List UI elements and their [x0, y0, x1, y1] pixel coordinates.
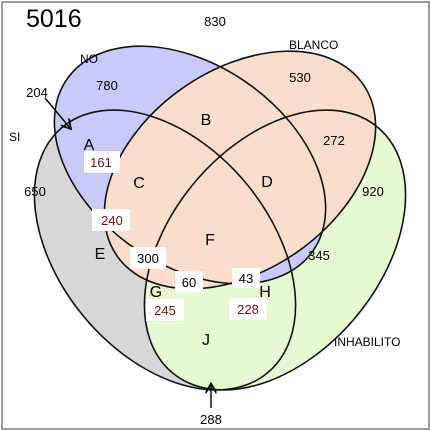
total-count: 5016 [26, 5, 82, 33]
set-label-no: NO [80, 52, 98, 66]
region-g: G [150, 284, 162, 301]
count-blanco-inhab: 345 [308, 248, 330, 263]
no-ellipse-outline [53, 45, 327, 285]
top-arrow [44, 97, 70, 128]
region-c: C [133, 175, 145, 192]
count-boxed-c-e: 300 [137, 251, 159, 266]
count-inhabilito-only: 920 [362, 184, 384, 199]
region-d: D [261, 174, 273, 191]
box-300 [130, 247, 166, 269]
region-b: B [201, 112, 212, 129]
region-a: A [84, 137, 95, 154]
count-boxed-f-h: 43 [239, 271, 253, 286]
region-f: F [205, 232, 215, 249]
inhabilito-ellipse-outline [143, 109, 407, 391]
box-240 [92, 209, 130, 231]
box-161 [84, 151, 120, 173]
box-228 [229, 298, 267, 320]
region-e: E [95, 246, 106, 263]
outside-count: 830 [204, 14, 226, 29]
count-blanco-only: 530 [289, 70, 311, 85]
set-label-inhabilito: INHABILITO [334, 335, 400, 349]
box-60 [175, 271, 203, 293]
count-no-only: 780 [96, 78, 118, 93]
inhabilito-ellipse [144, 110, 406, 390]
count-boxed-g: 245 [154, 303, 176, 318]
count-arrow-top: 204 [26, 85, 48, 100]
count-si-only: 650 [24, 184, 46, 199]
count-boxed-f-g: 60 [182, 275, 196, 290]
blanco-ellipse-outline [103, 50, 377, 290]
region-j: J [202, 332, 210, 349]
count-boxed-e: 240 [101, 213, 123, 228]
box-245 [146, 299, 184, 321]
set-label-blanco: BLANCO [289, 38, 338, 52]
blanco-ellipse [104, 51, 376, 289]
count-arrow-bottom: 288 [200, 412, 222, 427]
set-label-si: SI [9, 130, 20, 144]
region-h: H [259, 284, 271, 301]
box-43 [232, 268, 260, 288]
count-boxed-h: 228 [237, 302, 259, 317]
count-no-blanco-inhab: 272 [323, 133, 345, 148]
count-boxed-a: 161 [90, 155, 112, 170]
